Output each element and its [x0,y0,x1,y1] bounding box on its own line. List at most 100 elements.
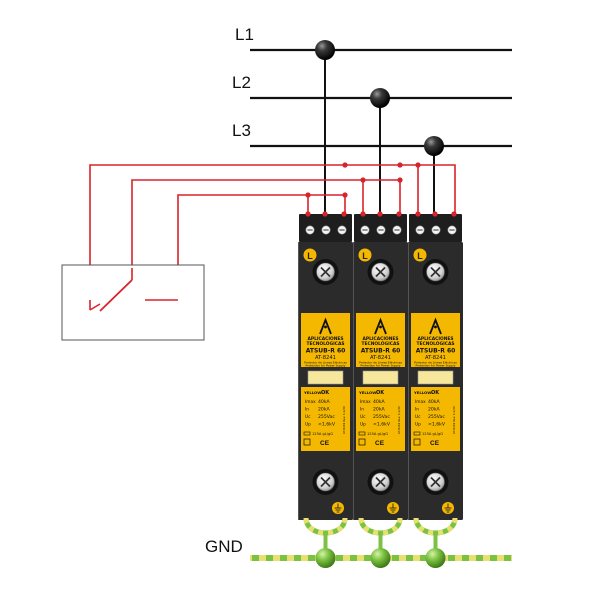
side-label: AT-8241 Rev. 1.2/20 [452,406,456,434]
spec-symbol-1: Imax [360,399,371,405]
description-en: Protection for Power Supply [306,364,346,368]
fuse-rating: 125A gL/gG [312,432,333,436]
fuse-icon [358,431,366,436]
brand-line-2: TECNOLÓGICAS [361,340,399,347]
lower-screw-icon-slot-b [320,476,331,488]
spec-value-4: <1,6kV [318,422,336,428]
terminal-node [360,211,366,217]
description-es: Protector de Líneas Eléctricas [304,361,347,365]
earth-junction [425,548,446,568]
switch-contact [99,279,133,312]
model-name: ATSUB-R 60 [306,348,346,355]
spec-symbol-3: Uc [360,414,366,420]
spec-symbol-2: In [415,407,419,413]
spec-value-2: 20kA [318,407,331,413]
line-l3-label: L3 [232,121,251,140]
part-number: AT-8241 [315,355,336,361]
spec-value-1: 40kA [373,399,386,405]
spec-value-4: <1,6kV [428,422,446,428]
spec-label [301,387,350,451]
indicator-value: OK [321,390,330,396]
spec-value-1: 40kA [318,399,331,405]
ce-mark: CE [320,440,330,447]
brand-line-2: TECNOLÓGICAS [306,340,344,347]
brand-line-1: APLICACIONES [307,336,343,342]
junction-l3 [424,136,444,156]
brand-logo-icon [374,317,387,335]
gnd-label: GND [205,537,243,556]
brand-logo-dot [324,325,327,329]
signal-wire-inner [177,194,346,300]
model-name: ATSUB-R 60 [416,348,456,355]
indicator-label: YELLOW: [413,390,433,395]
phase-junctions [315,40,444,156]
double-insulation-icon [413,438,421,446]
upper-screw-icon-slot-b [375,266,386,278]
double-insulation-icon [303,438,311,446]
spec-label [356,387,405,451]
fuse-rating: 125A gL/gG [422,432,443,436]
earth-bar: GND [205,537,512,561]
spec-symbol-2: In [360,407,364,413]
junction-l1 [315,40,335,60]
brand-logo-dot [379,325,382,329]
indicator-value: OK [376,390,385,396]
terminal-node [377,211,383,217]
status-indicator-window [417,370,454,385]
part-number: AT-8241 [370,355,391,361]
description-en: Protection for Power Supply [361,364,401,368]
terminal-node [305,211,311,217]
phase-badge [413,248,427,262]
fuse-rating: 125A gL/gG [367,432,388,436]
spec-symbol-1: Imax [415,399,426,405]
spec-symbol-4: Up [305,422,311,428]
indicator-label: YELLOW: [303,390,323,395]
spec-value-3: 255Vac [373,414,390,420]
model-name: ATSUB-R 60 [361,348,401,355]
description-en: Protection for Power Supply [416,364,456,368]
spec-label [411,387,460,451]
spec-symbol-4: Up [360,422,366,428]
description-es: Protector de Líneas Eléctricas [414,361,457,365]
terminal-node [341,211,347,217]
spec-symbol-1: Imax [305,399,316,405]
spec-value-3: 255Vac [318,414,335,420]
spec-value-3: 255Vac [428,414,445,420]
phase-lines: L1 L2 L3 [232,25,512,148]
fuse-icon [303,431,311,436]
upper-screw-icon-slot-b [320,266,331,278]
terminal-node [451,211,457,217]
spec-symbol-3: Uc [305,414,311,420]
phase-badge-label: L [417,251,423,261]
signal-nodes [305,162,421,198]
terminal-node [396,211,402,217]
line-l1-label: L1 [235,25,254,44]
spec-value-2: 20kA [373,407,386,413]
phase-badge [358,248,372,262]
terminal-node [322,211,328,217]
signal-wires [89,164,456,300]
upper-screw-icon-slot-b [430,266,441,278]
part-number: AT-8241 [425,355,446,361]
status-indicator-window [307,370,344,385]
phase-badge-label: L [307,251,313,261]
earth-junction [315,548,336,568]
brand-logo-icon [429,317,442,335]
spec-symbol-2: In [305,407,309,413]
indicator-label: YELLOW: [358,390,378,395]
terminal-node [432,211,438,217]
description-es: Protector de Líneas Eléctricas [359,361,402,365]
double-insulation-icon [358,438,366,446]
spec-value-1: 40kA [428,399,441,405]
terminal-node [415,211,421,217]
phase-badge [303,248,317,262]
earth-loop [358,517,403,536]
spec-value-4: <1,6kV [373,422,391,428]
remote-box-frame [61,264,205,341]
brand-line-1: APLICACIONES [362,336,398,342]
junction-l2 [370,88,390,108]
ce-mark: CE [375,440,385,447]
